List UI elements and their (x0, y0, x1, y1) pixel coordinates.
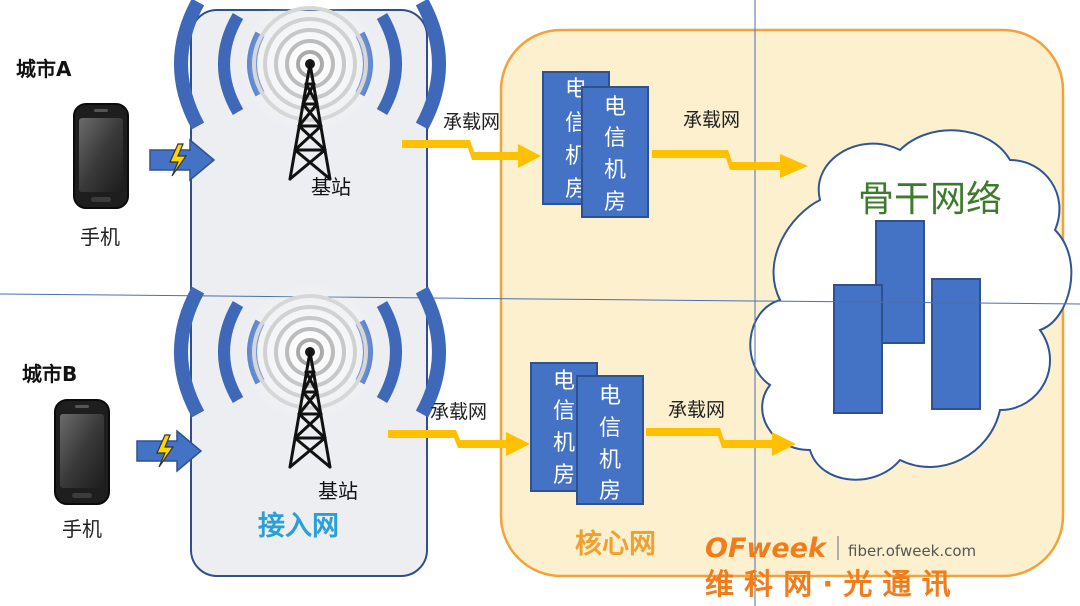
city-b-row: 城市B 手机 基站 承载网 电 信 机 房 电 信 机 房 承载网 (22, 280, 796, 541)
access-network-label: 接入网 (258, 511, 339, 542)
room-char: 机 (553, 431, 575, 456)
station-label: 基站 (311, 175, 351, 199)
core-network-label: 核心网 (575, 528, 656, 560)
link-label: 承载网 (443, 111, 500, 133)
room-char: 房 (604, 190, 626, 215)
room-char: 电 (553, 369, 575, 394)
station-label: 基站 (318, 479, 358, 503)
room-char: 信 (599, 416, 621, 441)
watermark-site: 维 科 网 · 光 通 讯 (705, 567, 951, 601)
city-label: 城市B (22, 362, 77, 386)
phone-label: 手机 (80, 225, 120, 249)
link-label: 承载网 (683, 109, 740, 131)
phone-label: 手机 (62, 517, 102, 541)
city-label: 城市A (16, 57, 72, 81)
link-label: 承载网 (668, 399, 725, 421)
link-arrow (402, 140, 541, 168)
horizontal-divider (0, 293, 1080, 305)
watermark: OFweek fiber.ofweek.com 维 科 网 · 光 通 讯 (705, 533, 976, 601)
room-char: 房 (599, 479, 621, 504)
server-icon: 电 信 机 房 (581, 86, 649, 218)
phone-icon (73, 103, 129, 209)
backbone-label: 骨干网络 (858, 179, 1002, 220)
link-arrow (646, 428, 796, 456)
room-char: 信 (604, 126, 626, 151)
city-a-row: 城市A 手机 基站 承载网 电 信 机 房 电 信 机 房 承载网 (16, 0, 808, 249)
link-label: 承载网 (430, 401, 487, 423)
room-char: 电 (599, 384, 621, 409)
watermark-brand: OFweek (705, 533, 828, 564)
room-char: 电 (604, 95, 626, 120)
backbone-server-icon (833, 220, 981, 414)
link-arrow (388, 430, 530, 456)
server-icon: 电 信 机 房 (576, 375, 644, 505)
link-arrow (652, 150, 808, 178)
room-char: 房 (553, 463, 575, 488)
phone-icon (54, 399, 110, 505)
room-char: 机 (604, 158, 626, 183)
room-char: 机 (599, 448, 621, 473)
room-char: 信 (553, 399, 575, 424)
watermark-domain: fiber.ofweek.com (848, 542, 976, 560)
